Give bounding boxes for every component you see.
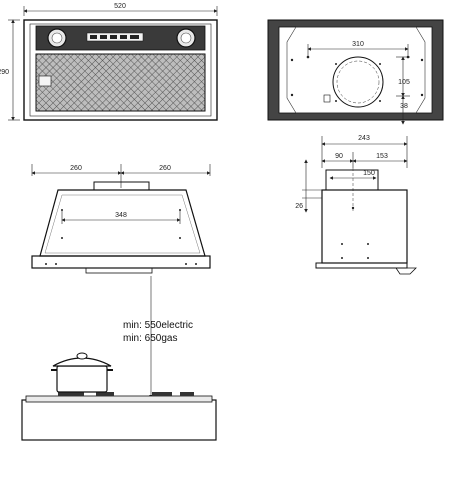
- duct-opening-inner: [336, 60, 380, 104]
- side-duct-label: 150: [363, 170, 375, 177]
- bottom-inner-label: 348: [115, 212, 127, 219]
- side-step-label: 26: [295, 203, 303, 210]
- side-base: [315, 262, 408, 269]
- side-view: 243 90 153 150 26: [295, 135, 417, 275]
- right-light-lens: [180, 32, 192, 44]
- front-view-body: [23, 19, 218, 121]
- rear-spacing-label: 310: [352, 41, 364, 48]
- front-view: 520 290: [0, 3, 218, 121]
- bottom-left-label: 260: [70, 165, 82, 172]
- side-front-offset-label: 90: [335, 153, 343, 160]
- mounting-holes: [290, 55, 424, 102]
- install-note-electric: min: 550electric: [123, 320, 193, 331]
- side-front-lip: [395, 267, 417, 275]
- grease-filter: [35, 53, 206, 112]
- side-housing: [321, 189, 408, 264]
- bottom-view: 260 260 348: [31, 164, 211, 274]
- rear-view: 310 105 38: [267, 19, 444, 125]
- rear-hole-label: 38: [400, 103, 408, 110]
- duct-collar: [93, 181, 150, 191]
- side-view-holes: [341, 206, 369, 259]
- cooktop-surface: [25, 395, 213, 403]
- cooktop-counter: [21, 399, 217, 441]
- hood-housing-inner: [44, 194, 201, 254]
- side-depth-label: 243: [358, 135, 370, 142]
- installation-view: min: 550electric min: 650gas: [21, 276, 217, 441]
- button-row: [90, 35, 139, 39]
- front-view-inner-frame: [29, 23, 212, 117]
- hood-base-plate: [31, 255, 211, 269]
- duct-opening: [332, 56, 384, 108]
- rear-offset-label: 105: [398, 79, 410, 86]
- width-label: 520: [114, 3, 126, 10]
- cable-clip: [323, 94, 331, 103]
- side-rear-offset-label: 153: [376, 153, 388, 160]
- hood-front-lip: [85, 267, 153, 274]
- filter-handle: [38, 75, 52, 87]
- height-label: 290: [0, 69, 9, 76]
- burners: [58, 392, 194, 396]
- install-note-gas: min: 650gas: [123, 333, 177, 344]
- bottom-right-label: 260: [159, 165, 171, 172]
- cooking-pot-icon: [51, 352, 113, 393]
- left-light-lens: [51, 32, 63, 44]
- rear-view-mounting-plate: [286, 26, 426, 114]
